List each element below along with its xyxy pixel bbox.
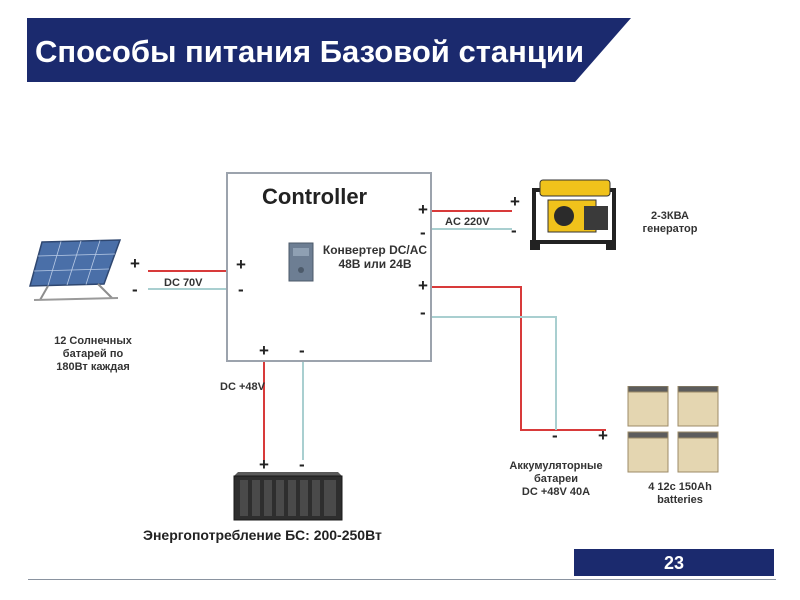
footer-divider [28,579,776,580]
generator-image [530,179,616,250]
batteries-caption: 4 12с 150Ah batteries [635,481,725,507]
controller-box [226,172,432,362]
generator-caption: 2-3КВА генератор [630,210,710,236]
battery-positive-wire [432,286,606,431]
controller-left-minus: - [238,280,244,299]
accumulator-caption-line: Аккумуляторные [509,460,603,472]
base-station-rack-image [233,472,343,521]
load-plus: + [259,455,269,474]
solar-panel-image [29,239,122,301]
battery-plus: + [598,426,608,445]
solar-link-label: DC 70V [164,277,203,289]
generator-caption-line: 2-3КВА [651,210,689,222]
battery-negative-wire [432,316,557,430]
generator-caption-line: генератор [642,223,698,235]
generator-link-label: AC 220V [445,216,490,228]
controller-bottom-right-minus: - [420,303,426,322]
generator-plus: + [510,192,520,211]
controller-left-plus: + [236,255,246,274]
controller-bottom-right-plus: + [418,276,428,295]
converter-icon [288,242,314,282]
title-banner-shape [27,18,631,82]
generator-minus: - [511,221,517,240]
load-caption: Энергопотребление БС: 200-250Вт [143,527,382,543]
solar-minus: - [132,280,138,299]
slide-title: Способы питания Базовой станции [35,34,585,69]
solar-caption-line: 180Вт каждая [56,361,130,373]
controller-title: Controller [262,184,368,209]
controller-top-right-minus: - [420,223,426,242]
page-number-box: 23 [574,549,774,576]
controller-bottom-minus: - [299,341,305,360]
batteries-caption-line: batteries [657,494,703,506]
controller-top-right-plus: + [418,200,428,219]
solar-caption: 12 Солнечных батарей по 180Вт каждая [38,335,148,374]
title-banner: Способы питания Базовой станции [27,18,631,82]
battery-minus: - [552,426,558,445]
battery-bank-image [627,386,719,473]
solar-caption-line: батарей по [62,348,124,360]
converter-label: Конвертер DC/AC 48В или 24В [322,243,428,271]
solar-plus: + [130,254,140,273]
solar-caption-line: 12 Солнечных [54,335,132,347]
page-number: 23 [663,553,684,573]
controller-bottom-plus: + [259,341,269,360]
accumulator-caption-line: батареи [533,473,579,485]
accumulator-caption-line: DC +48V 40A [521,486,591,498]
load-link-label: DC +48V [220,381,265,393]
accumulator-caption: Аккумуляторные батареи DC +48V 40A [500,460,612,499]
batteries-caption-line: 4 12с 150Ah [648,481,712,493]
load-minus: - [299,455,305,474]
